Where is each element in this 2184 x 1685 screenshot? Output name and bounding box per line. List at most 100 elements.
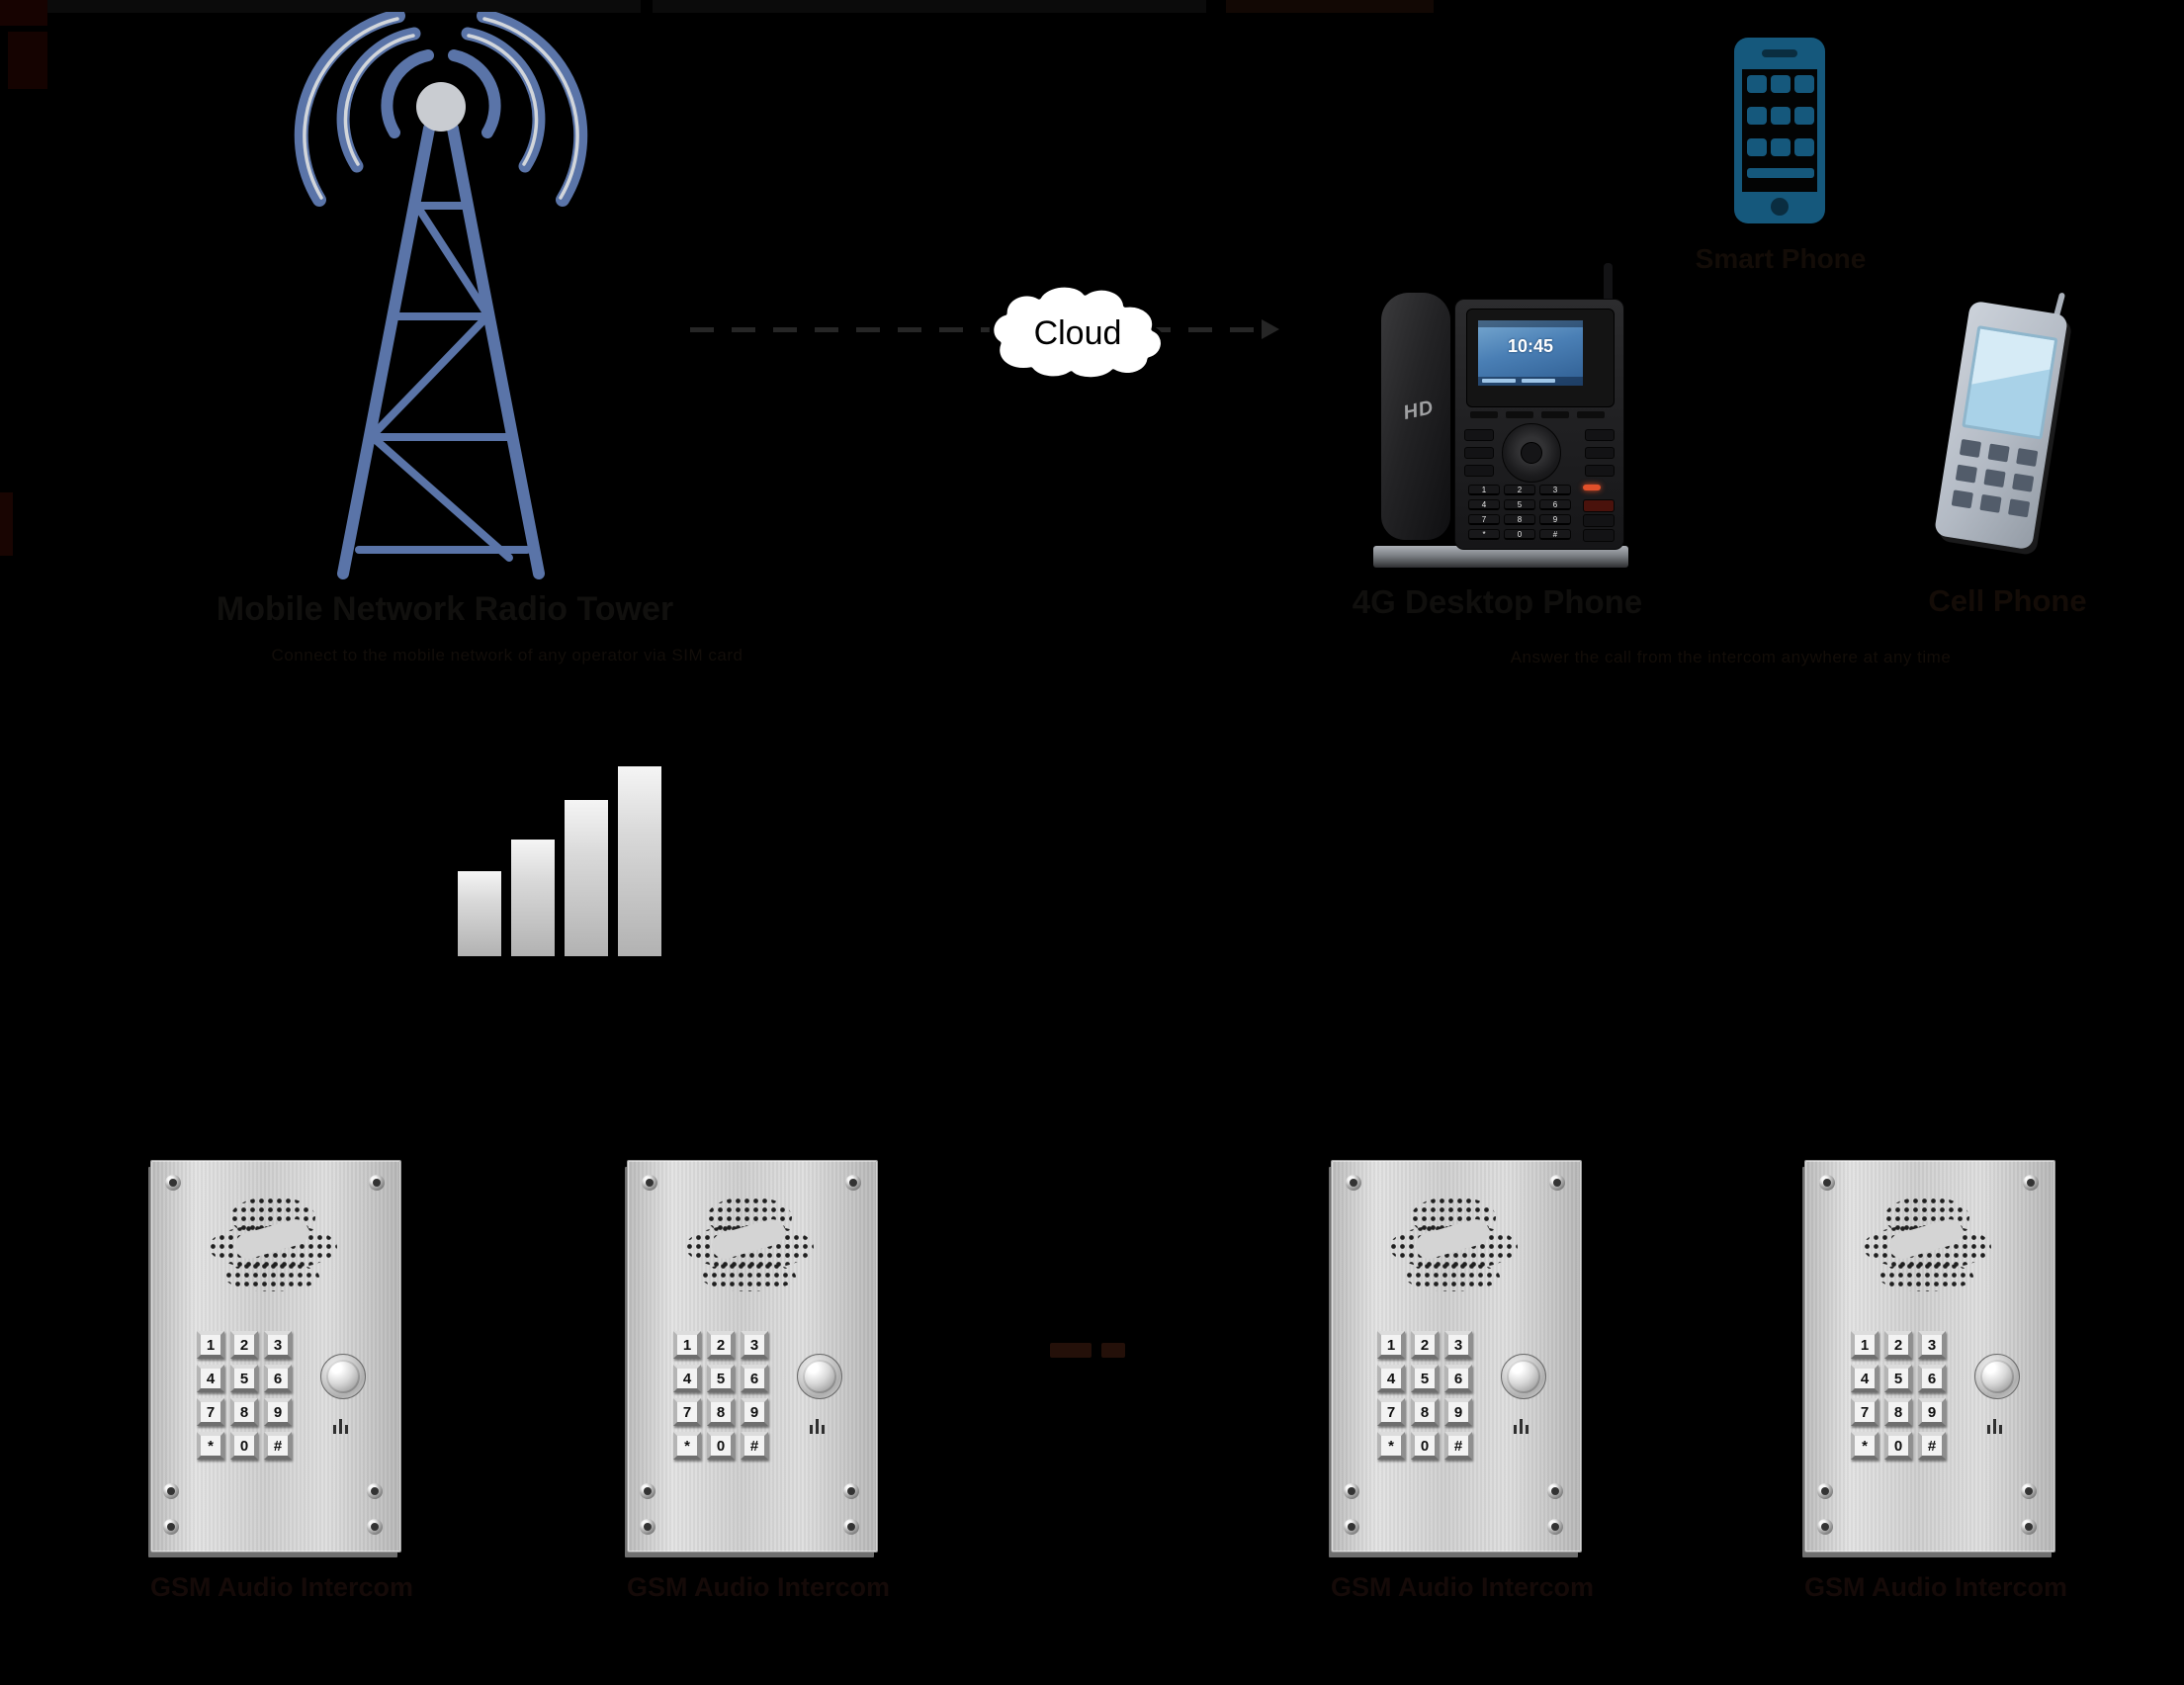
- screw-icon: [642, 1175, 657, 1191]
- intercom-key: 7: [673, 1398, 701, 1426]
- intercom-key: 0: [1884, 1432, 1912, 1460]
- speaker-grille-icon: [685, 1197, 814, 1299]
- speaker-grille-icon: [1389, 1197, 1518, 1299]
- intercom-key: 4: [197, 1365, 224, 1392]
- phone-line-key: [1464, 429, 1494, 441]
- phone-softkey: [1577, 411, 1605, 418]
- screw-icon: [845, 1175, 861, 1191]
- screw-icon: [2021, 1519, 2037, 1535]
- call-button-icon: [1974, 1354, 2020, 1399]
- intercom-key: 9: [264, 1398, 292, 1426]
- phone-fn-key: [1583, 514, 1615, 527]
- watermark-artifact: [8, 32, 47, 89]
- phone-key: 2: [1504, 485, 1535, 495]
- screw-icon: [1547, 1519, 1563, 1535]
- phone-key: 5: [1504, 499, 1535, 510]
- cloud-shape: Cloud: [985, 281, 1171, 384]
- cropped-text-artifact: [653, 0, 1206, 13]
- phone-led-indicator: [1583, 485, 1601, 490]
- intercom-key: 5: [230, 1365, 258, 1392]
- phone-key: 4: [1468, 499, 1500, 510]
- phone-clock: 10:45: [1507, 336, 1554, 356]
- screw-icon: [163, 1483, 179, 1499]
- screw-icon: [165, 1175, 181, 1191]
- intercom-key: 3: [1444, 1331, 1472, 1359]
- call-button-icon: [320, 1354, 366, 1399]
- mic-icon: [810, 1418, 825, 1434]
- phone-statusbar: [1478, 320, 1583, 327]
- intercom-key: 1: [197, 1331, 224, 1359]
- signal-bar-2: [511, 840, 555, 956]
- phone-key: 9: [1539, 514, 1571, 525]
- network-dashed-line: [690, 327, 1264, 332]
- intercom-key: 8: [707, 1398, 735, 1426]
- intercom-key: 0: [707, 1432, 735, 1460]
- phone-handset: HD: [1381, 293, 1450, 540]
- phone-cancel-key: [1583, 499, 1615, 512]
- phone-line-key: [1464, 447, 1494, 459]
- screw-icon: [1549, 1175, 1565, 1191]
- phone-key: 6: [1539, 499, 1571, 510]
- cloud-outline: [989, 283, 1166, 382]
- screw-icon: [843, 1483, 859, 1499]
- smartphone-label: Smart Phone: [1695, 243, 1867, 274]
- intercom-key: *: [197, 1432, 224, 1460]
- intercom-key: 5: [1411, 1365, 1439, 1392]
- cropped-text-artifact: [28, 0, 641, 13]
- intercom-label: GSM Audio Intercom: [627, 1572, 891, 1602]
- intercom-key: 2: [230, 1331, 258, 1359]
- signal-bar-3: [565, 800, 608, 956]
- intercom-key: 2: [1884, 1331, 1912, 1359]
- intercom-key: *: [1377, 1432, 1405, 1460]
- intercom-label: GSM Audio Intercom: [1804, 1572, 2068, 1602]
- call-button-icon: [797, 1354, 842, 1399]
- screw-icon: [1817, 1483, 1833, 1499]
- intercom-key: *: [1851, 1432, 1878, 1460]
- intercom-key: #: [1918, 1432, 1946, 1460]
- intercom-key: 0: [230, 1432, 258, 1460]
- intercom-key: 8: [1411, 1398, 1439, 1426]
- intercom-key: 7: [1851, 1398, 1878, 1426]
- cropped-text-artifact: [1226, 0, 1434, 13]
- phone-key: 3: [1539, 485, 1571, 495]
- screw-icon: [1346, 1175, 1361, 1191]
- phone-ok-button: [1521, 442, 1542, 464]
- intercom-key: 9: [741, 1398, 768, 1426]
- phone-key: 7: [1468, 514, 1500, 525]
- phone-screen: 10:45: [1478, 320, 1583, 386]
- smartphone-icon: [1734, 38, 1825, 223]
- intercom-key: 2: [707, 1331, 735, 1359]
- intercom-key: #: [1444, 1432, 1472, 1460]
- watermark-artifact: [0, 0, 47, 26]
- arrowhead-icon: [1262, 319, 1279, 339]
- intercom-key: 7: [197, 1398, 224, 1426]
- screw-icon: [163, 1519, 179, 1535]
- intercom-key: 5: [707, 1365, 735, 1392]
- phone-fn-key: [1585, 465, 1615, 477]
- phone-fn-key: [1585, 447, 1615, 459]
- antenna-dome: [416, 82, 466, 132]
- phone-antenna-icon: [1604, 263, 1613, 332]
- screw-icon: [367, 1483, 383, 1499]
- cell-phone-label: Cell Phone: [1928, 583, 2087, 618]
- phone-fn-key: [1585, 429, 1615, 441]
- screw-icon: [1344, 1483, 1359, 1499]
- screw-icon: [1817, 1519, 1833, 1535]
- phone-brand-logo: HD: [1401, 397, 1437, 424]
- screw-icon: [367, 1519, 383, 1535]
- intercom-key: 3: [741, 1331, 768, 1359]
- screw-icon: [2023, 1175, 2039, 1191]
- intercom-key: 3: [264, 1331, 292, 1359]
- signal-bar-1: [458, 871, 501, 956]
- screw-icon: [369, 1175, 385, 1191]
- intercom-key: 6: [1444, 1365, 1472, 1392]
- call-button-icon: [1501, 1354, 1546, 1399]
